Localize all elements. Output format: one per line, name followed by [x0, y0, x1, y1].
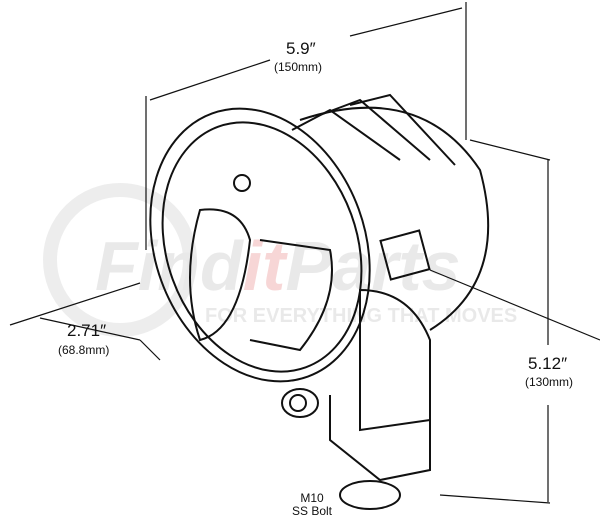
watermark-logo: FinditParts FOR EVERYTHING THAT MOVES [43, 183, 517, 337]
width-dimension-mm: (150mm) [274, 60, 323, 74]
light-body [149, 93, 490, 510]
svg-text:FinditParts: FinditParts [95, 227, 461, 305]
depth-dimension-inches: 2.71″ [67, 321, 107, 340]
height-dimension-inches: 5.12″ [528, 354, 568, 373]
dimension-lines [9, 2, 600, 504]
bolt-size: M10 [300, 491, 324, 505]
bolt-label: M10 SS Bolt [282, 491, 342, 519]
depth-dimension-mm: (68.8mm) [58, 343, 110, 357]
width-dimension-inches: 5.9″ [286, 39, 316, 58]
height-dimension-mm: (130mm) [525, 375, 574, 389]
bolt-material: SS Bolt [291, 504, 333, 519]
svg-text:FOR EVERYTHING THAT MOVES: FOR EVERYTHING THAT MOVES [205, 305, 517, 327]
